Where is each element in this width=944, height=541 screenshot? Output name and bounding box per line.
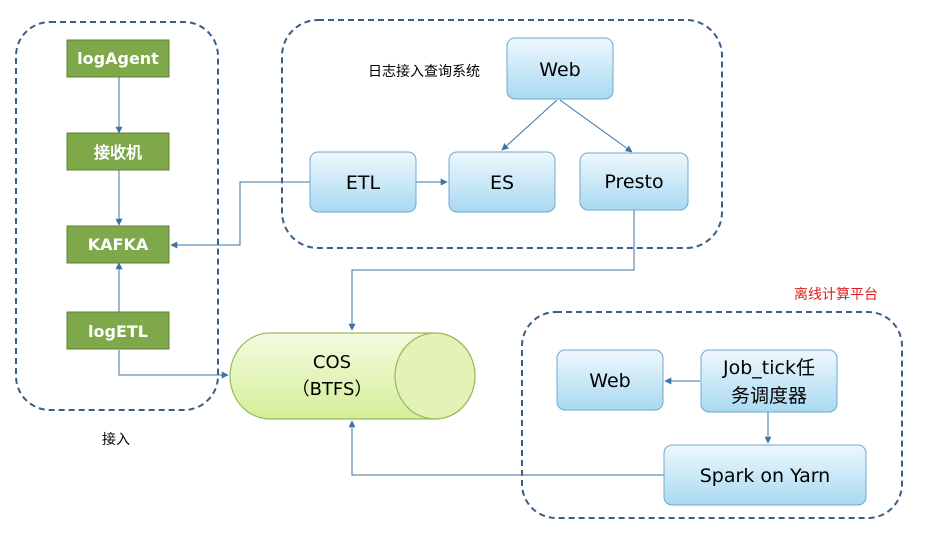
offline-web-node[interactable]: Web [556,349,664,411]
job-tick-scheduler-node[interactable]: Job_tick任 务调度器 [700,349,838,413]
offline-web-label: Web [589,370,630,392]
edge-presto-cos [348,210,635,331]
logagent-node[interactable]: logAgent [66,39,170,78]
cos-storage-cylinder[interactable]: COS （BTFS） [229,332,476,420]
edge-spark-cos [348,420,664,476]
ingest-caption: 接入 [102,431,130,448]
edge-etl-kafka [170,181,310,249]
receiver-label: 接收机 [94,143,142,162]
presto-node[interactable]: Presto [579,152,689,211]
cos-label: COS [313,352,351,373]
spark-on-yarn-label: Spark on Yarn [700,465,830,487]
query-system-caption: 日志接入查询系统 [368,63,480,80]
job-tick-label-line2: 务调度器 [731,385,807,407]
query-web-label: Web [539,59,580,81]
cylinder-end-cap [394,332,476,420]
logetl-node[interactable]: logETL [66,311,170,350]
edge-web-es [501,99,558,151]
edge-logetl-cos [118,350,229,379]
es-label: ES [490,172,514,194]
query-web-node[interactable]: Web [506,37,614,100]
etl-label: ETL [346,172,381,194]
es-node[interactable]: ES [448,151,556,213]
edge-web-presto [559,99,633,153]
query-system-group-box [281,19,723,249]
receiver-node[interactable]: 接收机 [66,132,170,171]
kafka-label: KAFKA [88,235,149,254]
logagent-label: logAgent [77,49,159,68]
offline-platform-group-box [521,311,903,519]
etl-node[interactable]: ETL [309,151,417,213]
offline-platform-caption: 离线计算平台 [794,286,878,303]
kafka-node[interactable]: KAFKA [66,225,170,264]
spark-on-yarn-node[interactable]: Spark on Yarn [663,444,867,506]
btfs-label: （BTFS） [292,379,373,400]
ingest-group-box [15,21,219,411]
connectors [115,77,772,476]
presto-label: Presto [604,171,663,193]
job-tick-label-line1: Job_tick任 [722,357,815,379]
logetl-label: logETL [88,322,148,341]
